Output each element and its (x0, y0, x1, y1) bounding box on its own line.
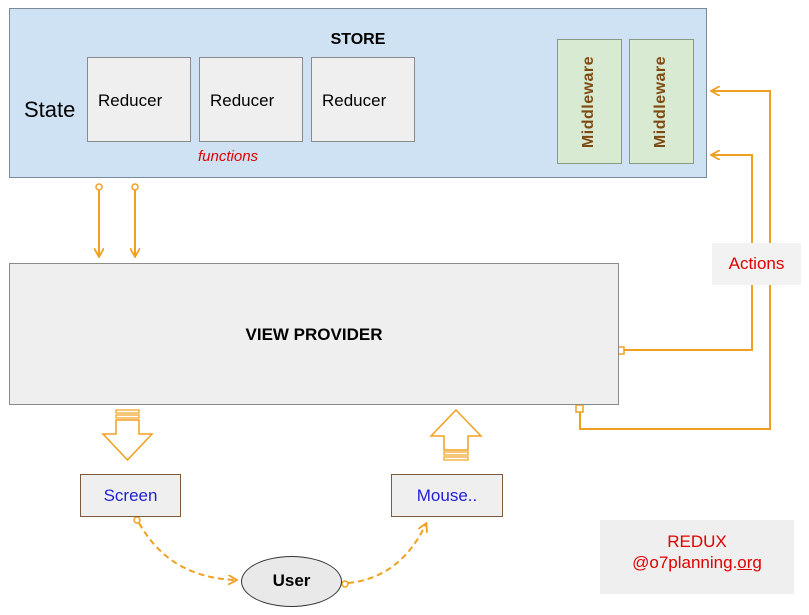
store-to-view-arrow-2 (132, 183, 138, 256)
user-node: User (241, 556, 342, 607)
user-to-mouse-curve (341, 524, 426, 588)
credit-site-suffix: org (737, 553, 762, 572)
functions-label: functions (198, 148, 259, 165)
view-provider-title: VIEW PROVIDER (245, 325, 383, 344)
block-arrow-up (429, 408, 483, 461)
credit-title: REDUX (667, 532, 727, 551)
reducer-box: Reducer (87, 57, 191, 142)
store-title: STORE (330, 31, 386, 48)
credit-site: @o7planning.org (600, 552, 794, 573)
middleware-label: Middleware (580, 55, 598, 148)
reducer-box: Reducer (199, 57, 303, 142)
middleware-label: Middleware (652, 55, 670, 148)
action-connector-2 (575, 91, 771, 430)
actions-label: Actions (712, 243, 801, 285)
mouse-box: Mouse.. (391, 474, 503, 517)
middleware-box: Middleware (557, 39, 622, 164)
store-to-view-arrow-1 (96, 183, 102, 256)
screen-to-user-curve (133, 516, 236, 580)
credit-site-prefix: @o7planning. (632, 553, 738, 572)
reducer-box: Reducer (311, 57, 415, 142)
store-container: STORE State Reducer Reducer Reducer func… (9, 8, 707, 178)
credit-box: REDUX @o7planning.org (600, 520, 794, 594)
block-arrow-down (101, 409, 154, 462)
state-label: State (24, 97, 76, 122)
view-provider-container: VIEW PROVIDER (9, 263, 619, 405)
middleware-box: Middleware (629, 39, 694, 164)
screen-box: Screen (80, 474, 181, 517)
